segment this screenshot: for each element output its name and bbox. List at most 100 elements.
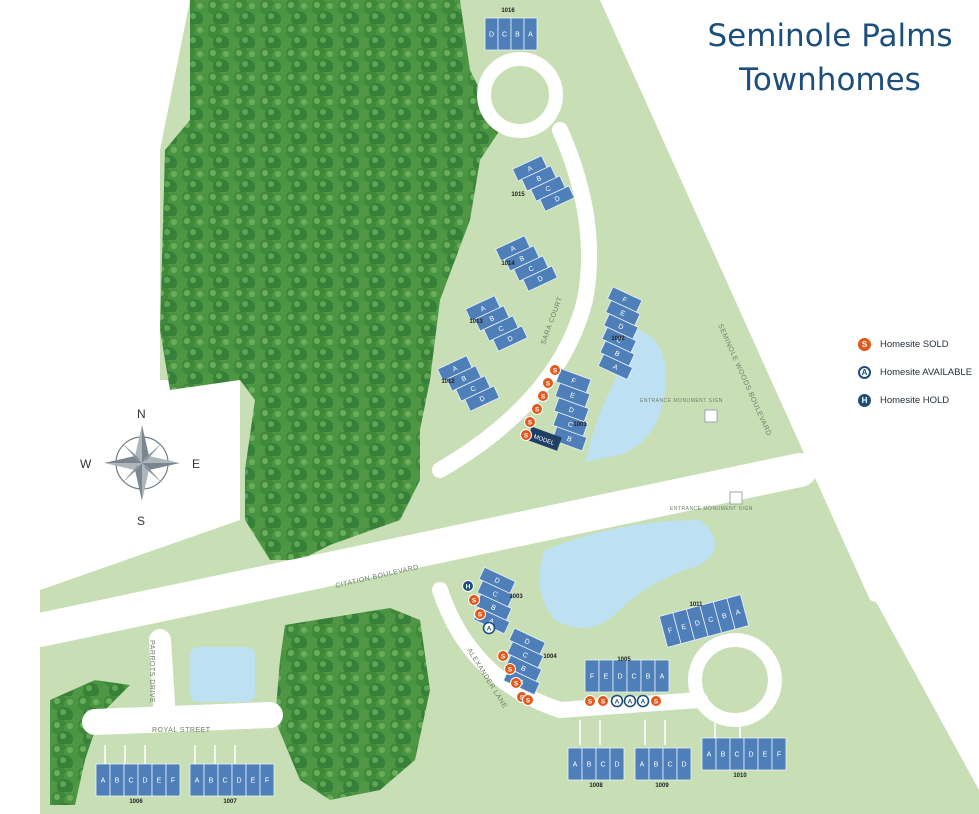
legend: S Homesite SOLD A Homesite AVAILABLE H H… [858, 330, 972, 414]
building-number: 1009 [655, 783, 669, 789]
unit-1012-D[interactable] [464, 385, 500, 412]
unit-label: B [519, 255, 526, 263]
svg-text:S: S [478, 612, 483, 619]
unit-label: F [777, 752, 781, 759]
unit-label: F [590, 674, 594, 681]
unit-1010-F[interactable] [771, 737, 787, 771]
svg-text:S: S [553, 368, 558, 375]
page-title: Seminole Palms Townhomes [690, 14, 970, 102]
sold-marker-icon[interactable]: S [542, 377, 554, 389]
unit-label: D [617, 674, 622, 681]
unit-label: A [660, 674, 665, 681]
building-number: 1001 [573, 422, 587, 428]
legend-label-sold: Homesite SOLD [880, 338, 949, 350]
unit-label: D [493, 577, 501, 585]
unit-label: E [569, 392, 576, 400]
sold-marker-icon[interactable]: S [510, 677, 522, 689]
legend-item-available: A Homesite AVAILABLE [858, 358, 972, 386]
legend-label-available: Homesite AVAILABLE [880, 366, 973, 378]
unit-label: A [101, 778, 106, 785]
unit-label: A [452, 365, 459, 373]
sold-marker-icon[interactable]: S [497, 650, 509, 662]
svg-text:S: S [520, 695, 525, 702]
unit-label: C [470, 385, 478, 393]
unit-label: A [528, 32, 533, 39]
svg-text:S: S [601, 699, 606, 706]
monument-sign-1 [704, 409, 718, 423]
unit-label: D [614, 762, 619, 769]
unit-label: A [707, 752, 712, 759]
sold-marker-icon[interactable]: S [524, 416, 536, 428]
compass-s: S [137, 514, 145, 528]
sold-marker-icon[interactable]: S [584, 695, 596, 707]
unit-1002-A[interactable] [597, 353, 634, 381]
available-marker-icon[interactable]: A [482, 621, 496, 635]
unit-label: B [489, 315, 496, 323]
unit-1013-D[interactable] [492, 325, 528, 352]
parking-stripes [104, 720, 741, 765]
unit-label: C [128, 778, 133, 785]
sign-label-1: ENTRANCE MONUMENT SIGN [640, 398, 723, 404]
unit-1016-A[interactable] [523, 17, 538, 51]
hold-marker-icon[interactable]: H [462, 580, 474, 592]
unit-label: F [621, 296, 628, 304]
available-marker-icon[interactable]: A [623, 694, 637, 708]
compass-n: N [137, 407, 146, 421]
unit-label: A [488, 617, 495, 625]
building-number: 1011 [689, 602, 703, 608]
unit-1011-A[interactable] [726, 594, 750, 630]
unit-1015-D[interactable] [539, 185, 575, 212]
title-line-2: Townhomes [739, 62, 921, 98]
svg-text:S: S [528, 420, 533, 427]
unit-label: C [498, 325, 506, 333]
unit-label: D [568, 407, 575, 415]
unit-label: C [528, 265, 536, 273]
building-number: 1008 [589, 783, 603, 789]
unit-1008-D[interactable] [609, 747, 625, 781]
unit-label: B [536, 175, 543, 183]
unit-label: C [521, 651, 529, 659]
sold-marker-icon[interactable]: S [520, 429, 532, 441]
sold-marker-icon[interactable]: S [522, 694, 534, 706]
unit-label: D [554, 195, 562, 203]
compass-e: E [192, 457, 200, 471]
sold-marker-icon[interactable]: S [474, 608, 486, 620]
unit-label: E [604, 674, 609, 681]
unit-label: A [611, 364, 618, 372]
svg-text:A: A [615, 699, 620, 706]
unit-label: D [523, 638, 531, 646]
available-marker-icon[interactable]: A [610, 694, 624, 708]
unit-label: E [251, 778, 256, 785]
sold-marker-icon[interactable]: S [549, 364, 561, 376]
unit-label: C [222, 778, 227, 785]
unit-1009-D[interactable] [676, 747, 692, 781]
unit-label: F [667, 627, 673, 635]
unit-1014-D[interactable] [522, 265, 558, 292]
unit-1007-F[interactable] [259, 763, 275, 797]
legend-item-sold: S Homesite SOLD [858, 330, 972, 358]
compass-rose-icon [104, 425, 180, 501]
unit-1005-A[interactable] [654, 659, 670, 693]
sold-marker-icon[interactable]: S [468, 594, 480, 606]
svg-text:S: S [541, 394, 546, 401]
sold-marker-icon[interactable]: S [597, 695, 609, 707]
unit-label: D [489, 32, 494, 39]
sold-marker-icon[interactable]: S [504, 663, 516, 675]
unit-label: A [573, 762, 578, 769]
unit-label: E [681, 623, 688, 631]
unit-1001-B[interactable] [551, 426, 588, 452]
unit-label: C [734, 752, 739, 759]
sold-marker-icon[interactable]: S [650, 695, 662, 707]
sold-marker-icon[interactable]: S [531, 403, 543, 415]
unit-1006-F[interactable] [165, 763, 181, 797]
svg-text:S: S [546, 381, 551, 388]
unit-label: B [613, 350, 620, 358]
available-marker-icon[interactable]: A [636, 694, 650, 708]
street-royal-street: ROYAL STREET [152, 727, 211, 734]
sold-marker-icon[interactable]: S [537, 390, 549, 402]
available-marker-icon: A [858, 365, 871, 379]
sign-label-2: ENTRANCE MONUMENT SIGN [670, 506, 753, 512]
